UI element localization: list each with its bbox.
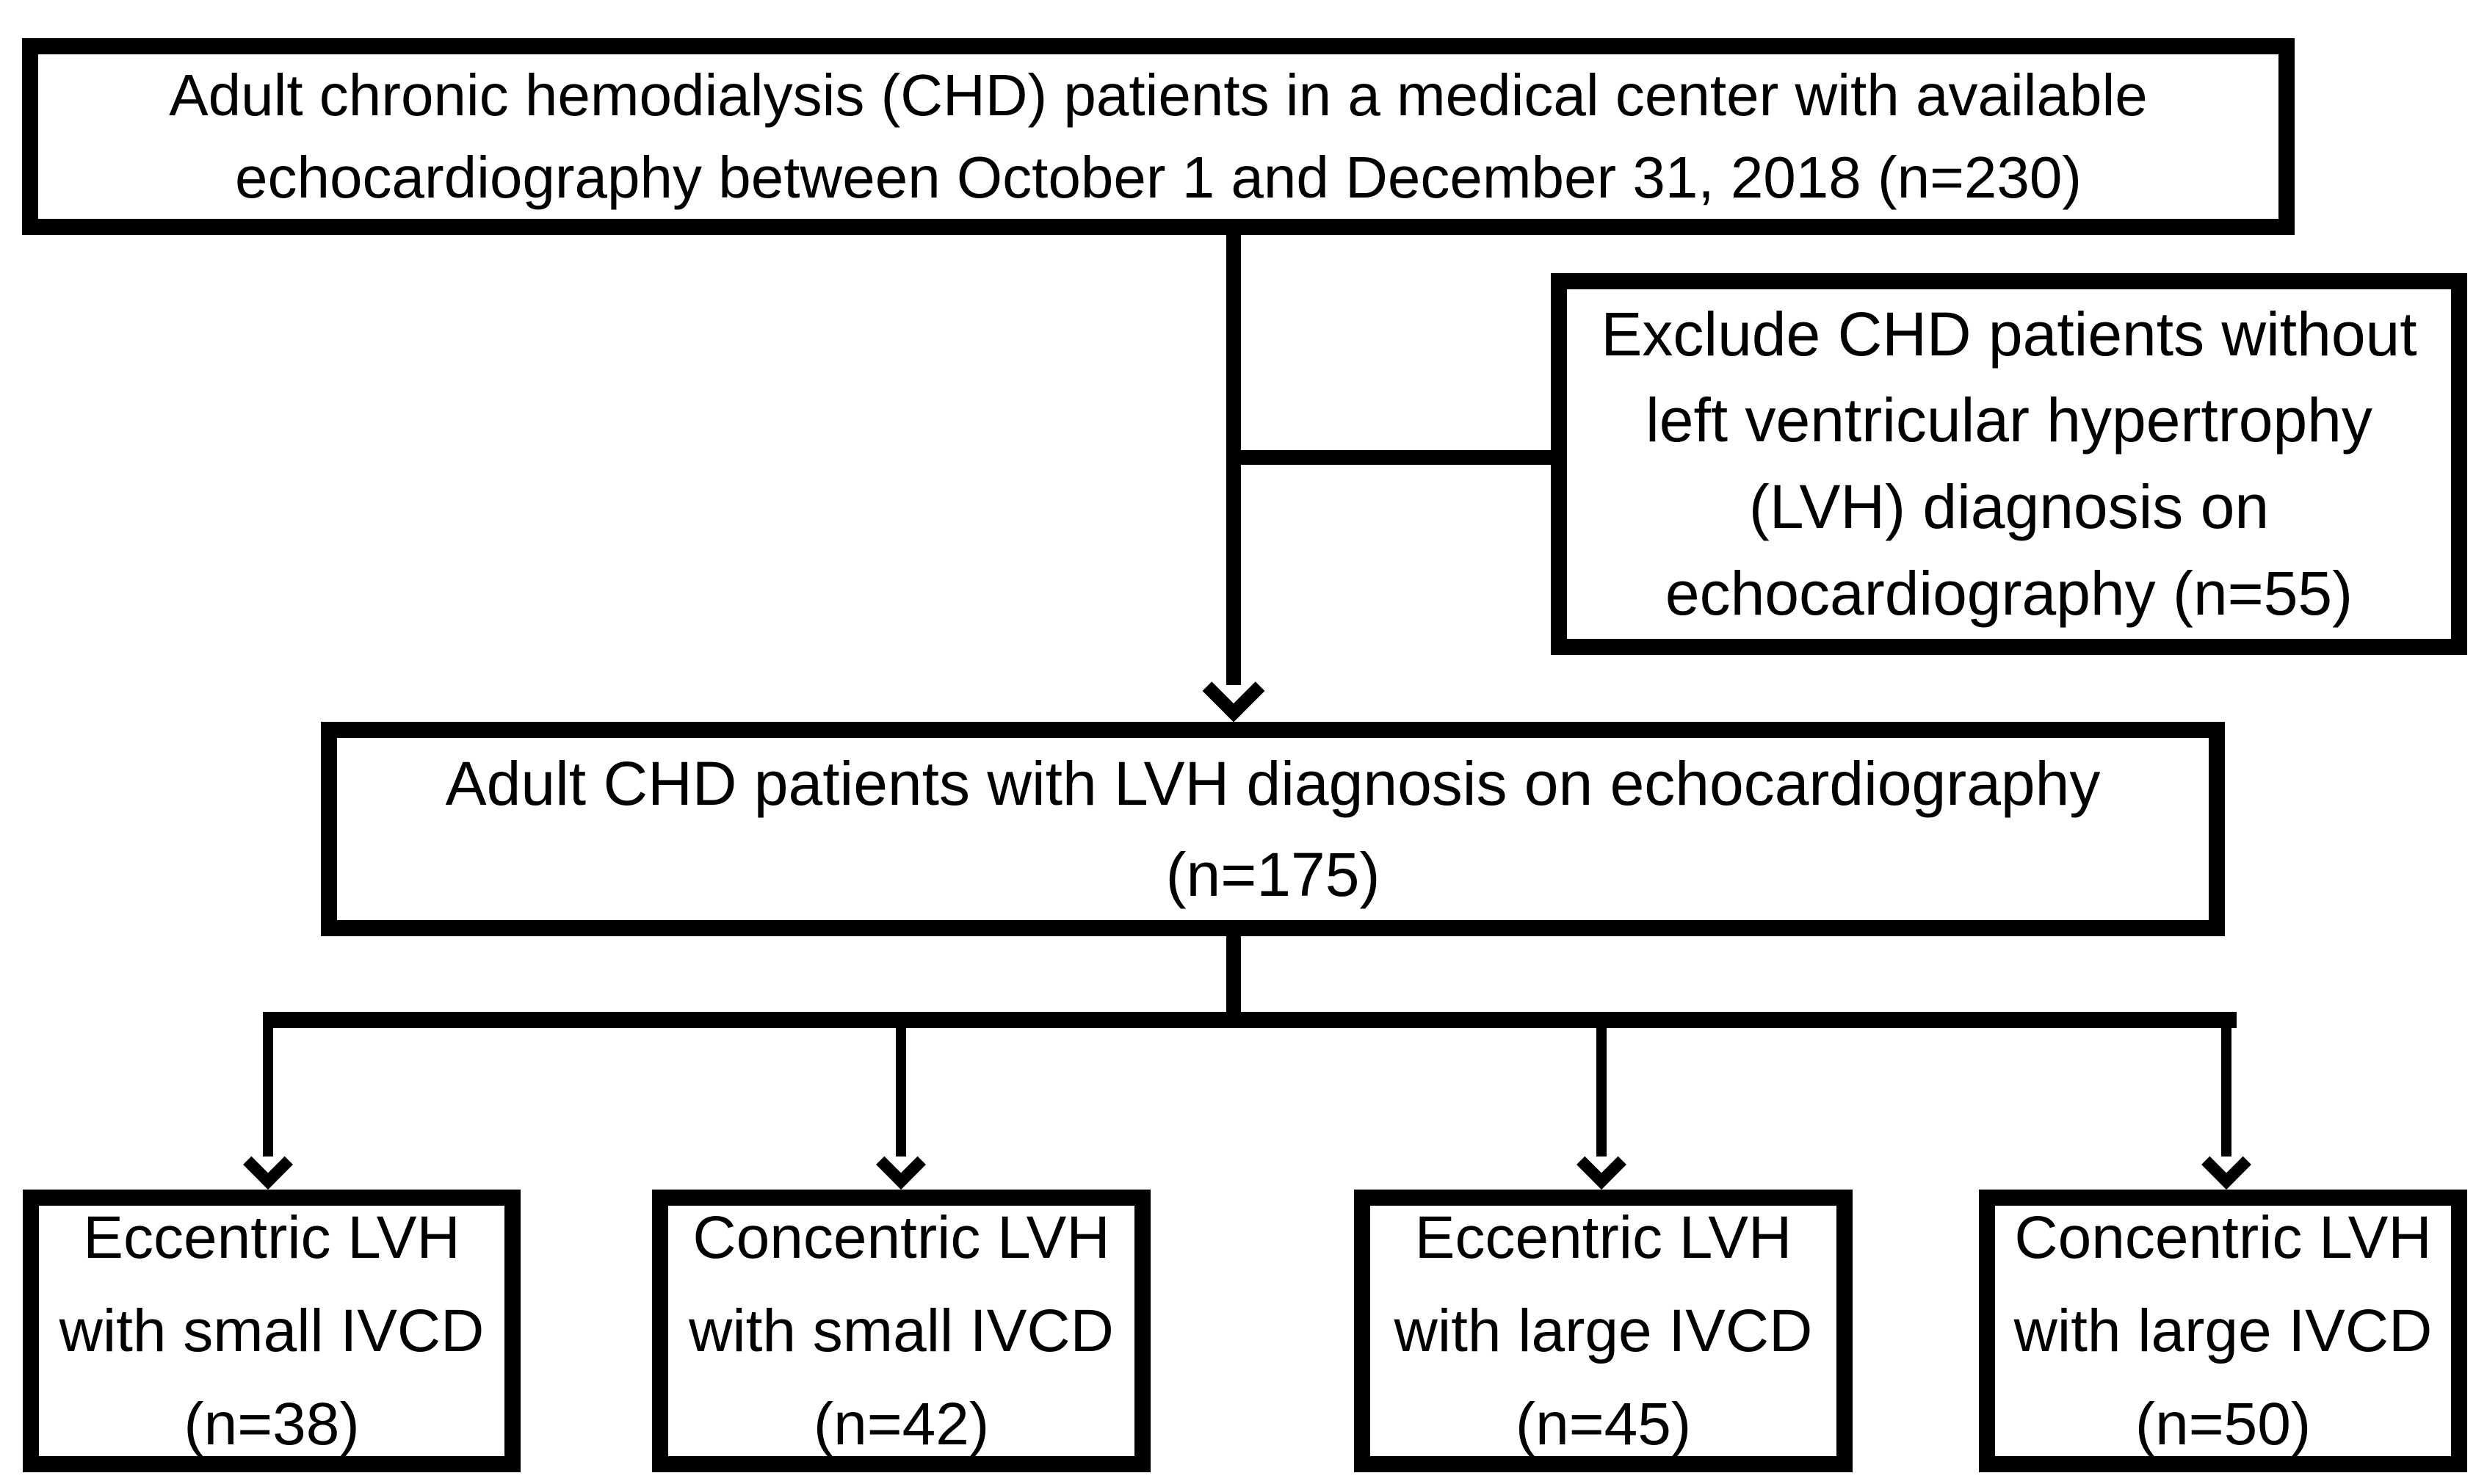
exclusion-box: Exclude CHD patients without left ventri… [1551, 273, 2467, 655]
drop-line-1 [263, 1021, 273, 1157]
outcome-1-line-3: (n=38) [184, 1391, 360, 1458]
connector-to-exclusion [1226, 450, 1551, 465]
included-line-2: (n=175) [1165, 840, 1380, 909]
drop-line-3 [1596, 1021, 1607, 1157]
arrow-down-icon [243, 1140, 293, 1190]
arrow-down-icon [1577, 1140, 1626, 1190]
outcome-3-line-1: Eccentric LVH [1414, 1204, 1792, 1271]
outcome-box-eccentric-large: Eccentric LVH with large IVCD (n=45) [1354, 1190, 1853, 1472]
arrow-down-icon [2201, 1140, 2251, 1190]
branch-line [263, 1012, 2237, 1028]
outcome-2-line-1: Concentric LVH [692, 1204, 1110, 1271]
outcome-4-line-2: with large IVCD [2013, 1297, 2433, 1364]
enrollment-line-2: echocardiography between October 1 and D… [235, 145, 2082, 210]
outcome-1-line-2: with small IVCD [59, 1297, 485, 1364]
included-line-1: Adult CHD patients with LVH diagnosis on… [445, 748, 2101, 818]
outcome-3-line-2: with large IVCD [1394, 1297, 1813, 1364]
connector-middle-to-branch [1226, 935, 1241, 1027]
outcome-3-line-3: (n=45) [1515, 1391, 1692, 1458]
enrollment-box: Adult chronic hemodialysis (CHD) patient… [22, 38, 2295, 235]
exclusion-line-4: echocardiography (n=55) [1665, 558, 2353, 628]
exclusion-line-3: (LVH) diagnosis on [1748, 472, 2270, 541]
outcome-4-line-1: Concentric LVH [2014, 1204, 2432, 1271]
arrow-down-icon [1202, 659, 1265, 723]
outcome-2-line-3: (n=42) [813, 1391, 990, 1458]
included-box: Adult CHD patients with LVH diagnosis on… [321, 722, 2225, 936]
outcome-box-concentric-small: Concentric LVH with small IVCD (n=42) [652, 1190, 1151, 1472]
enrollment-line-1: Adult chronic hemodialysis (CHD) patient… [169, 62, 2148, 128]
drop-line-4 [2221, 1021, 2231, 1157]
arrow-down-icon [876, 1140, 926, 1190]
exclusion-line-1: Exclude CHD patients without [1601, 299, 2417, 369]
outcome-box-eccentric-small: Eccentric LVH with small IVCD (n=38) [23, 1190, 521, 1472]
outcome-4-line-3: (n=50) [2135, 1391, 2312, 1458]
outcome-2-line-2: with small IVCD [689, 1297, 1114, 1364]
outcome-box-concentric-large: Concentric LVH with large IVCD (n=50) [1979, 1190, 2467, 1472]
drop-line-2 [896, 1021, 906, 1157]
outcome-1-line-1: Eccentric LVH [83, 1204, 460, 1271]
exclusion-line-2: left ventricular hypertrophy [1646, 386, 2372, 455]
